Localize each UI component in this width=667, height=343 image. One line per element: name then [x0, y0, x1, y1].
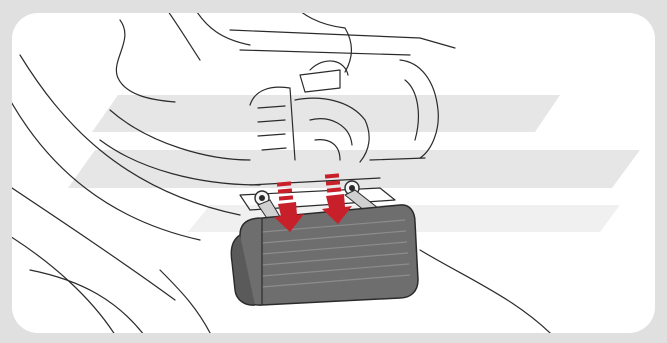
- diagram-panel: [12, 13, 655, 333]
- oil-cooler: [231, 205, 418, 305]
- installation-illustration: [12, 13, 655, 333]
